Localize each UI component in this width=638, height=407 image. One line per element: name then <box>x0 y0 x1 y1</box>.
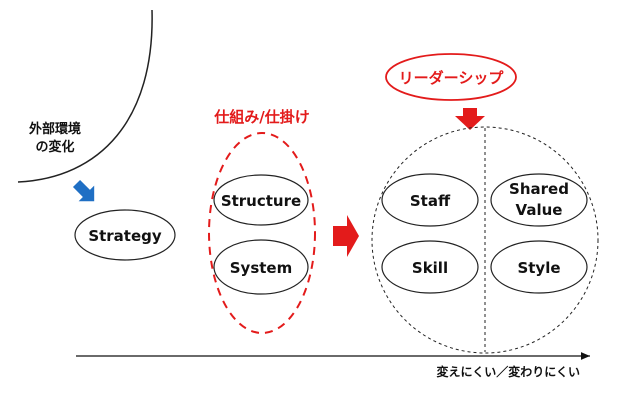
strategy-ellipse <box>74 209 176 261</box>
external-environment-arc <box>17 9 153 183</box>
staff-label: Staff <box>410 192 451 210</box>
shared-value-ellipse <box>490 173 588 227</box>
staff-ellipse <box>381 173 479 227</box>
skill-ellipse <box>381 240 479 294</box>
style-ellipse <box>490 240 588 294</box>
leadership-ellipse <box>385 53 517 101</box>
structure-label: Structure <box>221 192 301 210</box>
mechanism-title: 仕組み/仕掛け <box>213 108 309 126</box>
red-arrow-down-icon <box>455 108 485 130</box>
strategy-label: Strategy <box>88 227 162 245</box>
red-arrow-right-icon <box>333 215 359 257</box>
system-ellipse <box>213 239 309 295</box>
style-label: Style <box>517 259 560 277</box>
shared-value-label-line2: Value <box>516 201 563 219</box>
shared-value-label-line1: Shared <box>509 180 569 198</box>
blue-arrow-icon <box>72 179 95 202</box>
mechanism-dashed-ellipse <box>208 132 316 334</box>
external-env-label-line1: 外部環境 <box>28 121 81 137</box>
system-label: System <box>230 259 292 277</box>
structure-ellipse <box>213 174 309 226</box>
leadership-label: リーダーシップ <box>399 69 505 87</box>
skill-label: Skill <box>412 259 448 277</box>
axis-label: 変えにくい／変わりにくい <box>436 364 580 379</box>
soft-elements-circle <box>371 126 599 354</box>
external-env-label-line2: の変化 <box>35 139 74 155</box>
